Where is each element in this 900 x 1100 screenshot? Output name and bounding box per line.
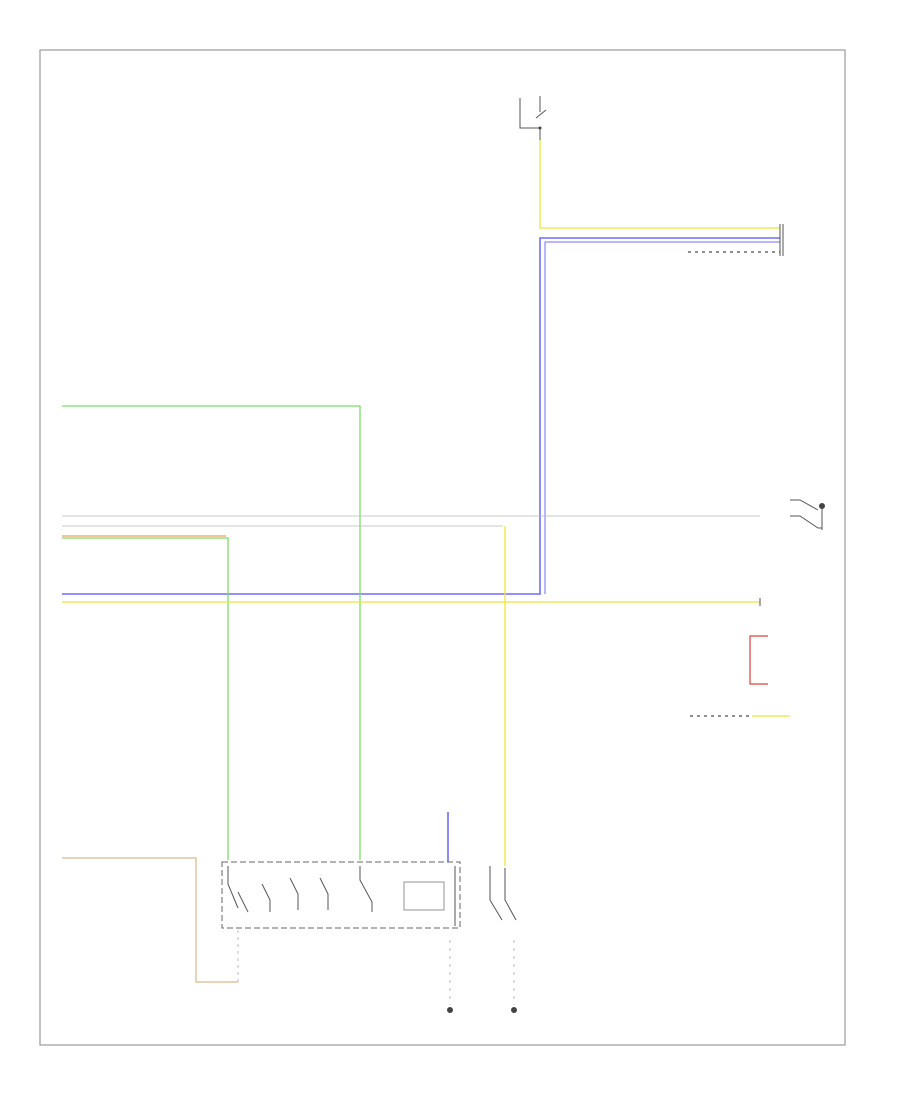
wire-blue-main	[62, 237, 780, 595]
cruise-switch	[790, 499, 825, 530]
ground-right	[511, 1007, 517, 1013]
diagram-frame	[39, 49, 846, 1046]
wire-blue-second-run	[544, 241, 780, 594]
fuse-block	[519, 96, 547, 140]
wire-green-right	[62, 405, 361, 860]
connector-top-right	[779, 224, 784, 256]
ground-left	[447, 1007, 453, 1013]
wire-yellow-top-vertical	[539, 140, 780, 229]
wire-green-left	[62, 537, 229, 860]
instrument-cluster	[221, 861, 461, 929]
wire-red-loop	[749, 635, 768, 685]
wire-tan-left	[62, 857, 238, 983]
brake-fluid-switch	[489, 866, 517, 921]
